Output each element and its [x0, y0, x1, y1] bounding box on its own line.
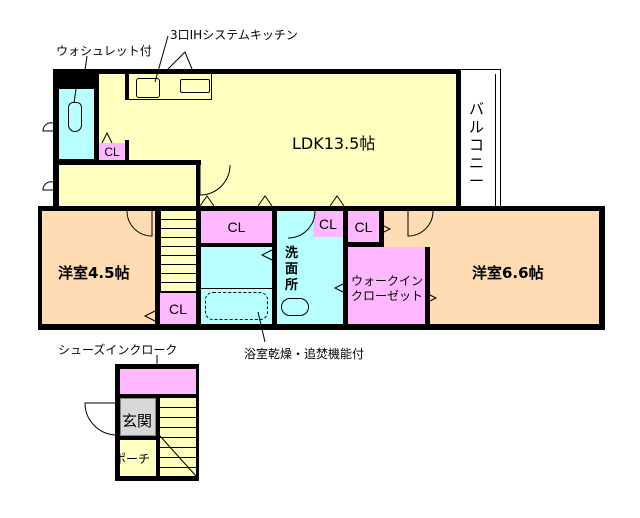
walk-in-closet-label-2: クローゼット	[351, 289, 424, 303]
closet-hall: CL	[201, 211, 272, 243]
kitchen-annotation: 3口IHシステムキッチン	[170, 28, 298, 42]
porch	[120, 440, 156, 476]
hall-wall-top	[53, 160, 201, 165]
entrance-staircase	[160, 398, 196, 476]
western-room-6-6-label: 洋室6.6帖	[472, 264, 544, 282]
washbasin-icon	[281, 298, 309, 316]
entrance	[120, 398, 156, 436]
hall-corridor	[59, 165, 196, 206]
entrance-label: 玄関	[122, 412, 153, 430]
closet-toilet-wall	[125, 140, 129, 164]
ldk-label: LDK13.5帖	[292, 134, 376, 153]
hall-wall-right	[196, 165, 200, 206]
western-room-4-5-label: 洋室4.5帖	[58, 264, 130, 282]
closet-toilet: CL	[99, 143, 125, 160]
bathtub-icon	[205, 292, 268, 320]
washlet-annotation: ウォシュレット付	[56, 44, 152, 58]
balcony	[461, 69, 501, 209]
western-room-6-6-main	[430, 211, 599, 324]
balcony-inner	[461, 74, 496, 209]
porch-label: ポーチ	[114, 452, 151, 466]
bathroom-annotation: 浴室乾燥・追焚機能付	[244, 347, 365, 361]
shoes-in-closet	[120, 369, 196, 394]
shoes-closet-annotation: シューズインクローク	[58, 343, 178, 357]
staircase	[160, 211, 196, 291]
toilet-icon	[68, 102, 82, 132]
washroom-label: 洗面所	[285, 246, 299, 293]
closet-wash: CL	[313, 211, 343, 237]
closet-wic: CL	[348, 211, 379, 242]
kitchen-wall-stub	[125, 74, 129, 100]
walk-in-closet-label-1: ウォークイン	[351, 274, 424, 288]
sink-icon	[180, 79, 210, 93]
balcony-label: バルコニー	[469, 100, 485, 190]
walk-in-closet	[348, 247, 425, 324]
ih-stove-icon	[136, 78, 160, 98]
closet-room1: CL	[160, 293, 196, 324]
bath-anteroom	[201, 247, 272, 288]
